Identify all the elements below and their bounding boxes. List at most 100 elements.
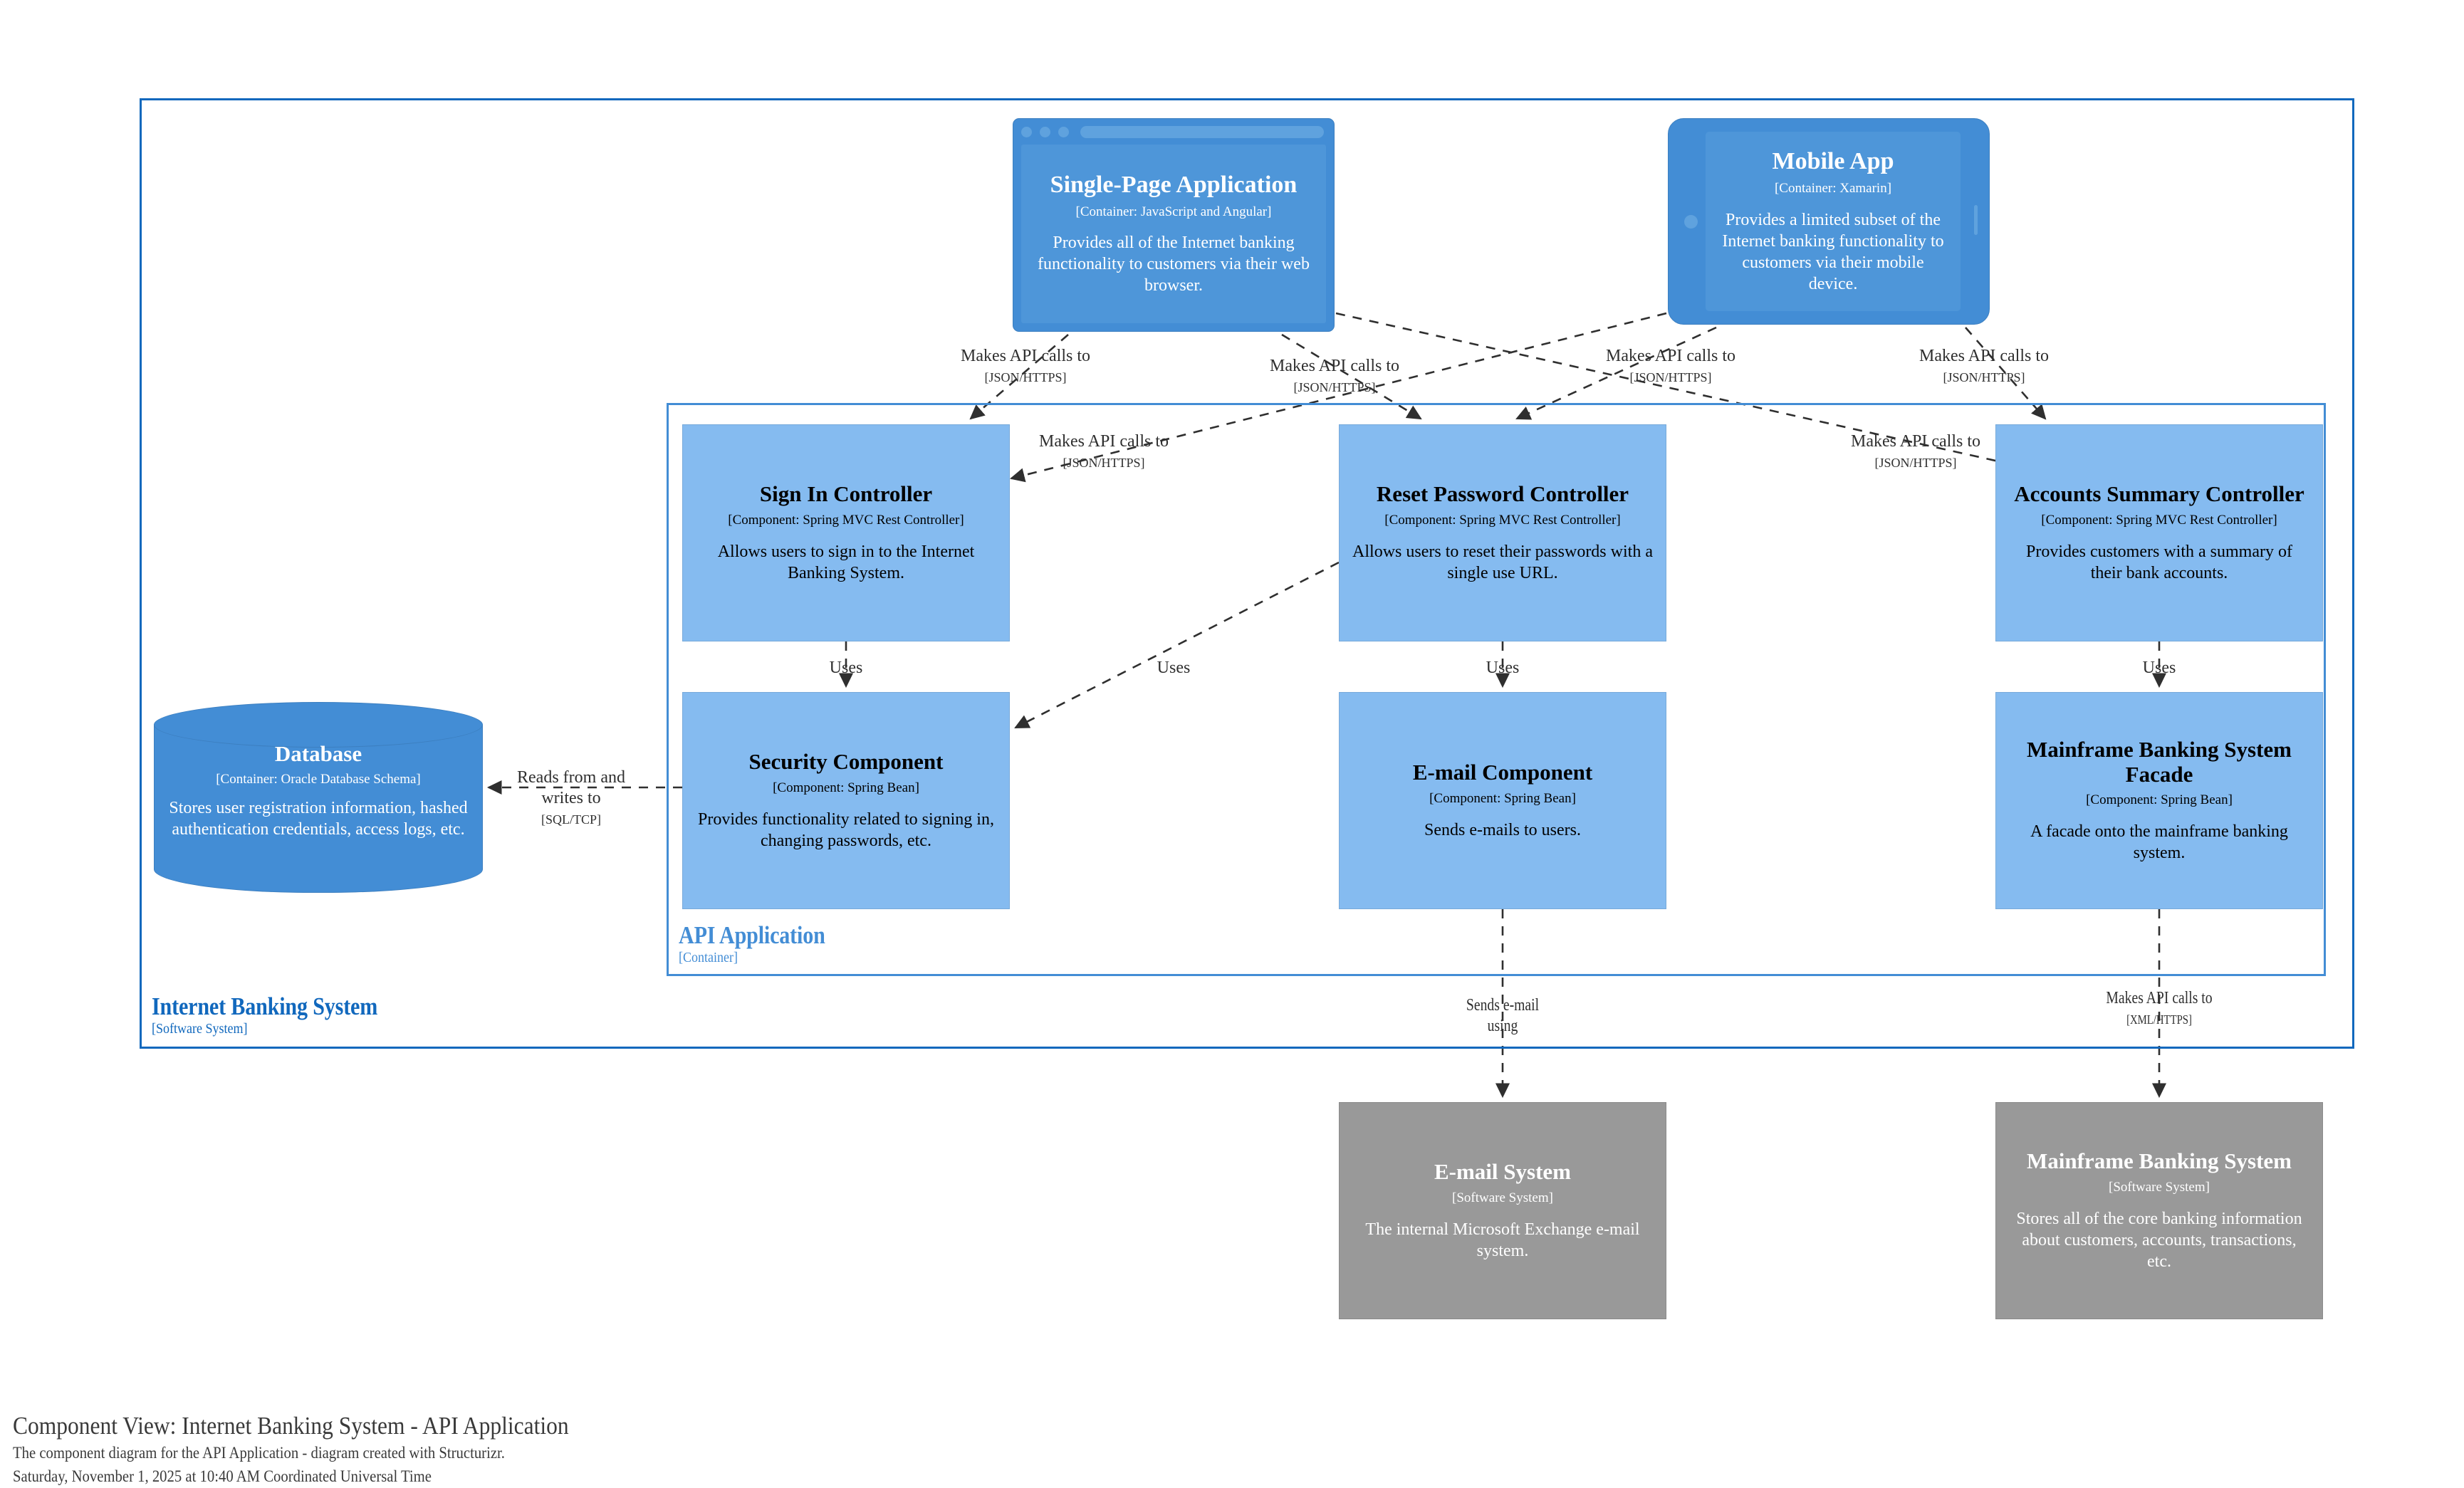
node-email-system[interactable]: E-mail System [Software System] The inte… xyxy=(1339,1102,1666,1319)
edge-label-text: Uses xyxy=(1157,659,1191,677)
node-name: Security Component xyxy=(748,749,944,775)
node-single-page-application[interactable]: Single-Page Application [Container: Java… xyxy=(1013,118,1335,332)
node-name: Mainframe Banking System Facade xyxy=(2027,736,2292,787)
edge-label-mobile-reset: Makes API calls to [JSON/HTTPS] xyxy=(1851,431,1980,471)
browser-chrome-bar xyxy=(1013,119,1334,145)
node-reset-password-controller[interactable]: Reset Password Controller [Component: Sp… xyxy=(1339,424,1666,641)
node-meta: [Component: Spring Bean] xyxy=(1429,790,1576,806)
node-meta: [Container: Xamarin] xyxy=(1774,181,1892,197)
edge-label-signin-security: Uses xyxy=(830,658,863,678)
node-meta: [Container: Oracle Database Schema] xyxy=(216,771,421,787)
edge-label-text: Uses xyxy=(1486,659,1520,677)
node-description: The internal Microsoft Exchange e-mail s… xyxy=(1365,1220,1640,1260)
browser-viewport: Single-Page Application [Container: Java… xyxy=(1021,145,1326,323)
diagram-caption: Component View: Internet Banking System … xyxy=(13,1411,630,1488)
edge-label-mobile-signin: Makes API calls to [JSON/HTTPS] xyxy=(1606,346,1735,385)
edge-label-email-system: Sends e-mail using xyxy=(1449,995,1556,1037)
node-name: Mobile App xyxy=(1772,148,1894,175)
mobile-home-button-icon xyxy=(1684,215,1698,229)
boundary-system-meta: [Software System] xyxy=(152,1021,248,1037)
browser-dot-icon xyxy=(1021,126,1032,137)
edge-label-reset-security: Uses xyxy=(1157,658,1191,678)
node-name: Accounts Summary Controller xyxy=(2014,481,2304,507)
node-name: E-mail Component xyxy=(1412,760,1593,785)
node-name: E-mail System xyxy=(1434,1159,1571,1185)
node-name: Database xyxy=(274,741,362,766)
node-security-component[interactable]: Security Component [Component: Spring Be… xyxy=(682,692,1010,909)
mobile-side-button-icon xyxy=(1974,204,1978,235)
node-description: Provides functionality related to signin… xyxy=(698,810,994,850)
boundary-container-meta: [Container] xyxy=(679,950,738,965)
edge-label-tech: [JSON/HTTPS] xyxy=(1874,455,1957,470)
node-email-component[interactable]: E-mail Component [Component: Spring Bean… xyxy=(1339,692,1666,909)
node-description: Provides customers with a summary of the… xyxy=(2026,542,2292,582)
node-meta: [Component: Spring MVC Rest Controller] xyxy=(1384,512,1621,528)
node-meta: [Container: JavaScript and Angular] xyxy=(1075,204,1272,219)
node-description: Provides a limited subset of the Interne… xyxy=(1722,210,1944,293)
node-meta: [Component: Spring MVC Rest Controller] xyxy=(728,512,964,528)
edge-label-tech: [SQL/TCP] xyxy=(541,812,601,827)
node-name: Reset Password Controller xyxy=(1376,481,1629,507)
edge-label-text: Makes API calls to xyxy=(1039,432,1169,451)
edge-label-security-database: Reads from and writes to [SQL/TCP] xyxy=(507,767,635,827)
node-description: Stores user registration information, ha… xyxy=(169,798,468,839)
node-description: Allows users to reset their passwords wi… xyxy=(1352,542,1653,582)
edge-label-text: Uses xyxy=(2142,659,2176,677)
edge-label-text: Makes API calls to xyxy=(1606,347,1735,365)
node-name: Single-Page Application xyxy=(1050,171,1298,198)
edge-label-text: Reads from and writes to xyxy=(517,768,625,807)
node-name: Sign In Controller xyxy=(759,481,933,507)
edge-label-tech: [XML/HTTPS] xyxy=(2126,1012,2192,1027)
node-name: Mainframe Banking System xyxy=(2027,1148,2292,1174)
browser-dot-icon xyxy=(1058,126,1069,137)
cylinder-top-icon xyxy=(154,702,483,748)
edge-label-reset-email: Uses xyxy=(1486,658,1520,678)
edge-label-text: Makes API calls to xyxy=(1851,432,1980,451)
node-mobile-app[interactable]: Mobile App [Container: Xamarin] Provides… xyxy=(1668,118,1990,325)
cylinder-body-icon xyxy=(154,725,483,893)
caption-timestamp: Saturday, November 1, 2025 at 10:40 AM C… xyxy=(13,1467,432,1486)
node-mainframe-banking-system[interactable]: Mainframe Banking System [Software Syste… xyxy=(1995,1102,2323,1319)
node-description: Sends e-mails to users. xyxy=(1424,820,1581,839)
boundary-api-application: API Application [Container] xyxy=(667,403,2326,976)
node-description: Stores all of the core banking informati… xyxy=(2016,1209,2302,1271)
edge-label-spa-signin: Makes API calls to [JSON/HTTPS] xyxy=(961,346,1090,385)
edge-label-text: Uses xyxy=(829,659,863,677)
node-meta: [Software System] xyxy=(2109,1179,2210,1195)
browser-urlbar-icon xyxy=(1080,125,1324,138)
edge-label-tech: [JSON/HTTPS] xyxy=(1629,370,1712,384)
edge-label-text: Sends e-mail using xyxy=(1466,996,1540,1035)
node-description: A facade onto the mainframe banking syst… xyxy=(2030,822,2288,863)
node-sign-in-controller[interactable]: Sign In Controller [Component: Spring MV… xyxy=(682,424,1010,641)
boundary-api-application-label: API Application [Container] xyxy=(679,922,849,965)
edge-label-tech: [JSON/HTTPS] xyxy=(984,370,1067,384)
mobile-screen: Mobile App [Container: Xamarin] Provides… xyxy=(1706,132,1961,311)
caption-title: Component View: Internet Banking System … xyxy=(13,1412,569,1440)
database-text: Database [Container: Oracle Database Sch… xyxy=(154,741,483,840)
edge-label-spa-reset: Makes API calls to [JSON/HTTPS] xyxy=(1270,356,1399,395)
edge-label-tech: [JSON/HTTPS] xyxy=(1293,379,1376,394)
boundary-internet-banking-system-label: Internet Banking System [Software System… xyxy=(152,992,414,1037)
node-database[interactable]: Database [Container: Oracle Database Sch… xyxy=(154,702,483,893)
node-meta: [Component: Spring MVC Rest Controller] xyxy=(2041,512,2277,528)
edge-label-mobile-accounts: Makes API calls to [JSON/HTTPS] xyxy=(1919,346,2049,385)
edge-label-text: Makes API calls to xyxy=(2106,989,2213,1007)
edge-label-text: Makes API calls to xyxy=(961,347,1090,365)
node-meta: [Component: Spring Bean] xyxy=(2086,792,2233,808)
node-meta: [Software System] xyxy=(1452,1190,1553,1205)
boundary-internet-banking-system: Internet Banking System [Software System… xyxy=(140,98,2354,1049)
node-accounts-summary-controller[interactable]: Accounts Summary Controller [Component: … xyxy=(1995,424,2323,641)
caption-subtitle: The component diagram for the API Applic… xyxy=(13,1444,505,1462)
edge-label-mainframe-link: Makes API calls to [XML/HTTPS] xyxy=(2094,988,2224,1027)
node-meta: [Component: Spring Bean] xyxy=(773,780,919,795)
edge-label-tech: [JSON/HTTPS] xyxy=(1943,370,2025,384)
boundary-system-name: Internet Banking System xyxy=(152,992,378,1021)
node-description: Provides all of the Internet banking fun… xyxy=(1038,234,1310,295)
edge-label-text: Makes API calls to xyxy=(1270,357,1399,375)
edge-label-text: Makes API calls to xyxy=(1919,347,2049,365)
node-description: Allows users to sign in to the Internet … xyxy=(717,542,975,582)
node-mainframe-banking-system-facade[interactable]: Mainframe Banking System Facade [Compone… xyxy=(1995,692,2323,909)
edge-label-tech: [JSON/HTTPS] xyxy=(1063,455,1145,470)
browser-dot-icon xyxy=(1040,126,1050,137)
